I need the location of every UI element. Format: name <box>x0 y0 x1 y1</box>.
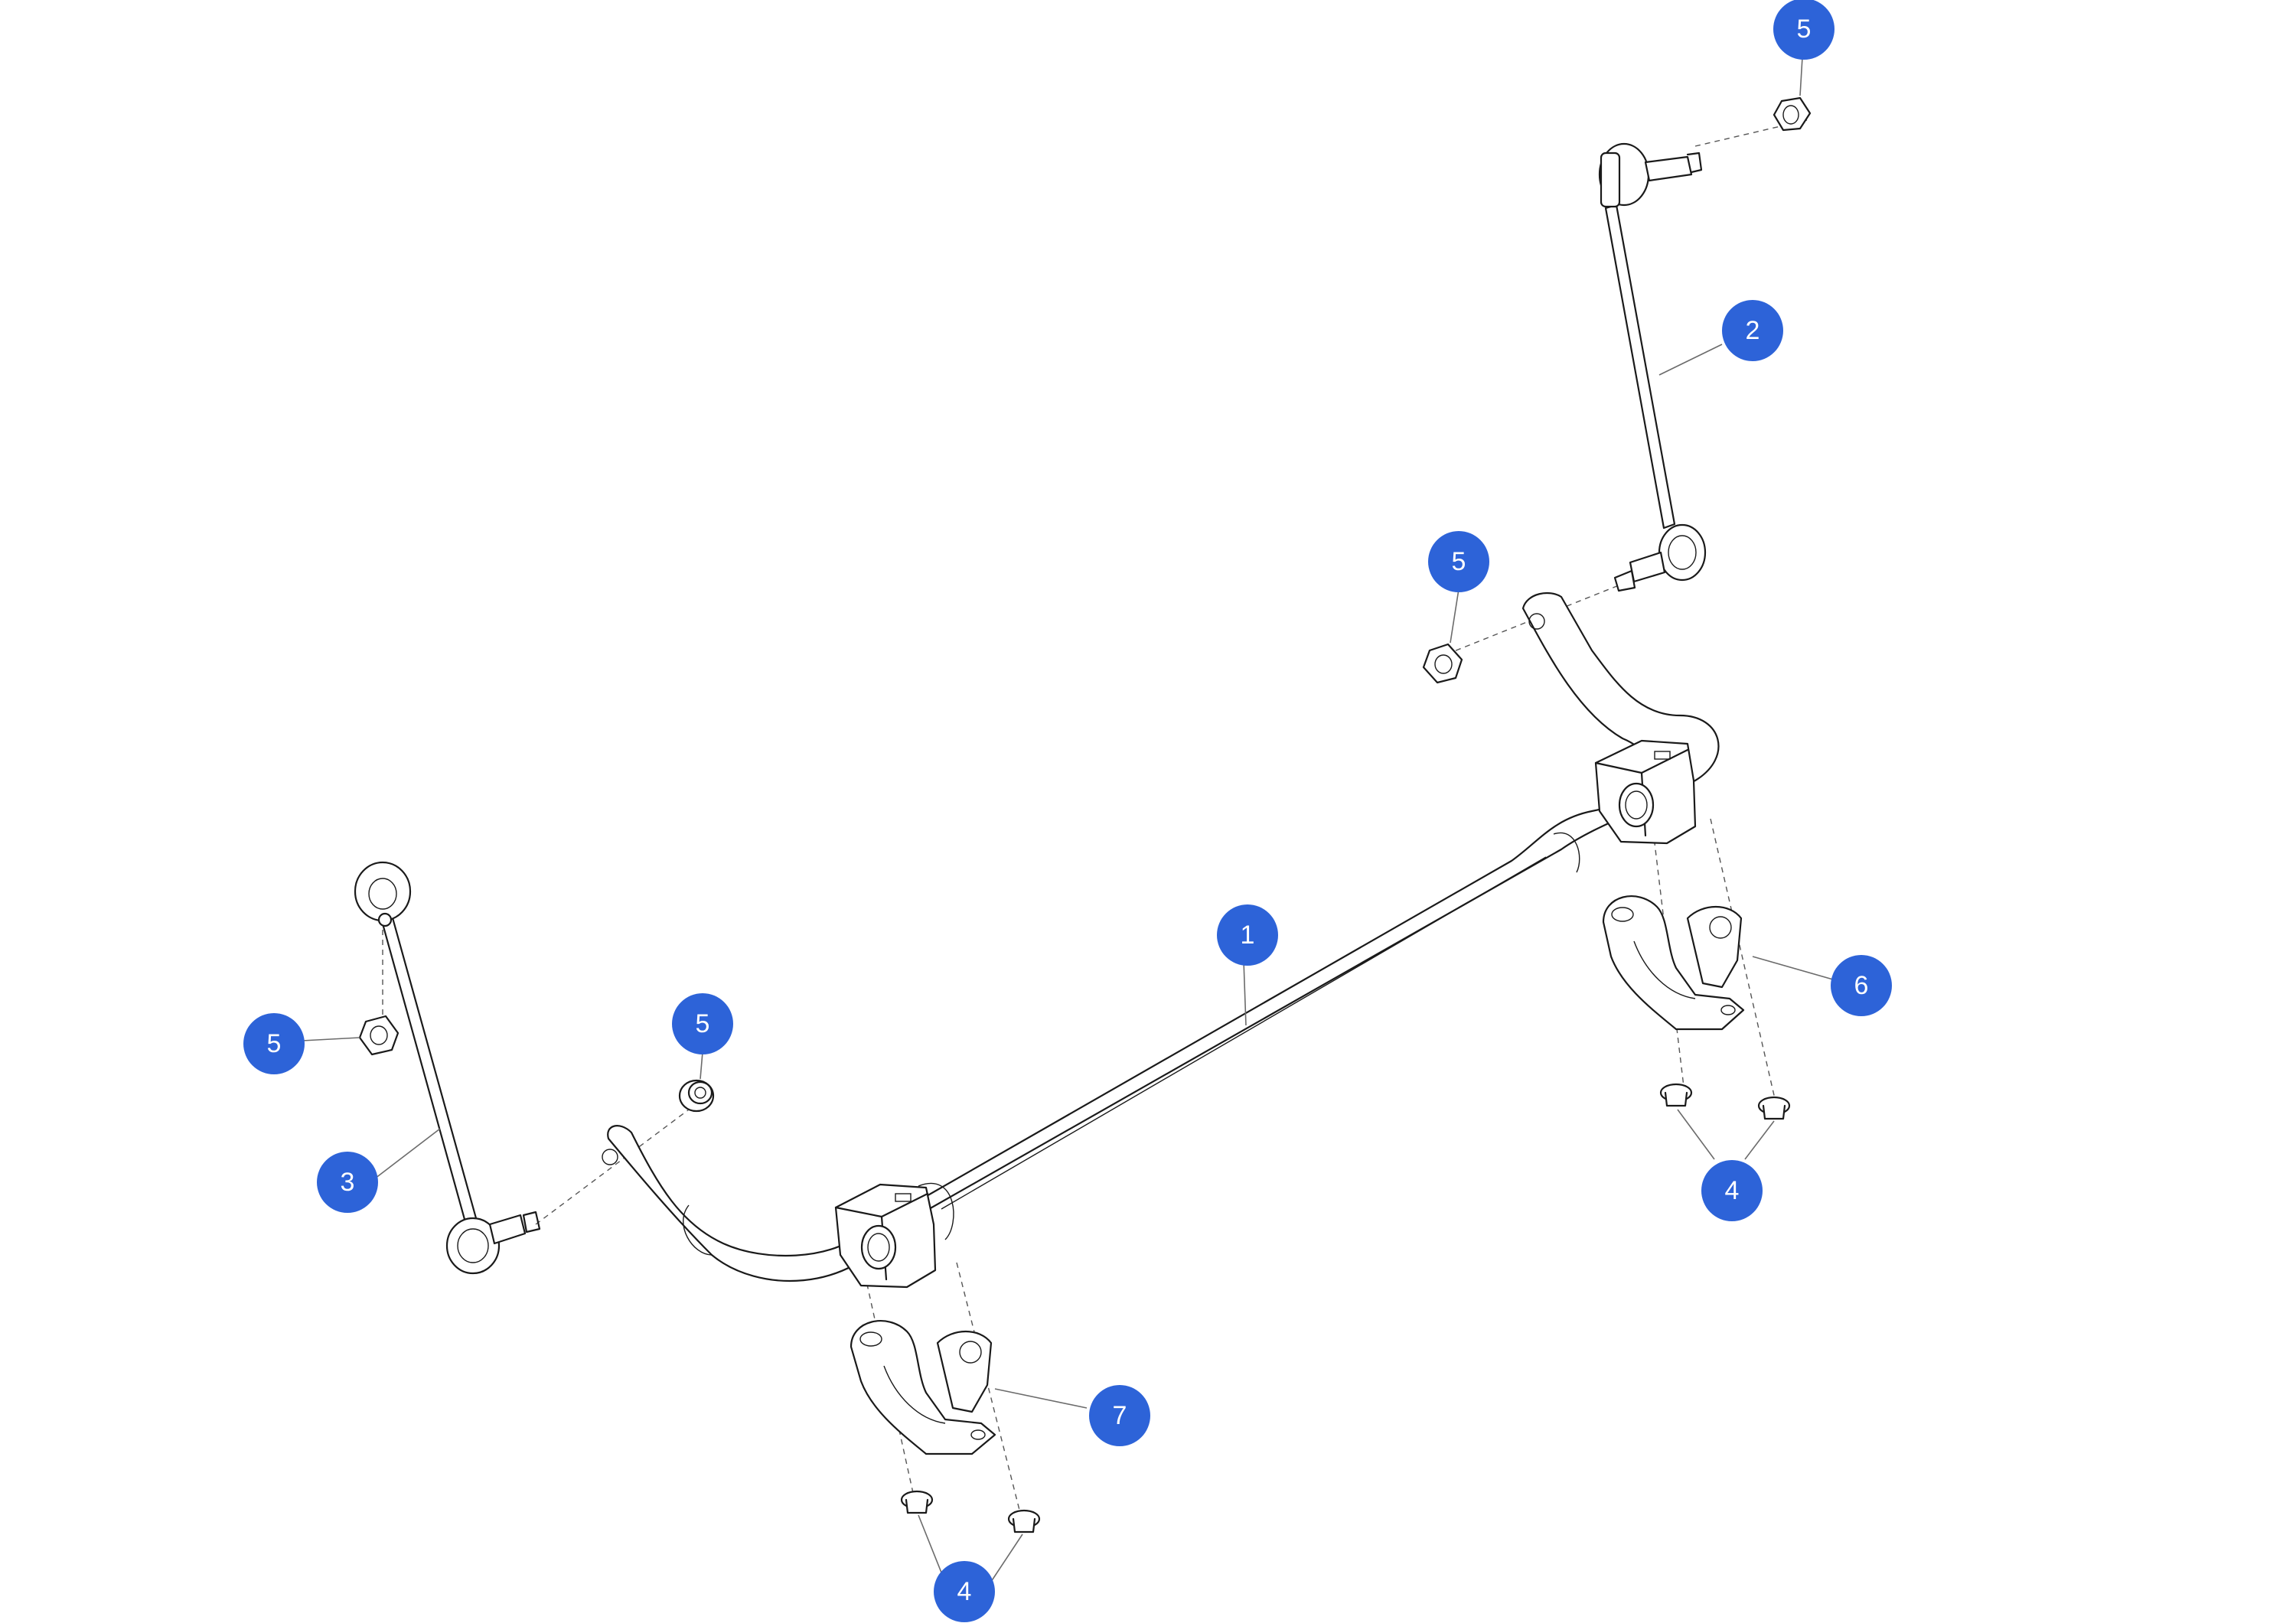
callout-circle <box>1428 531 1489 592</box>
callout-circle <box>934 1561 995 1622</box>
assembly-guide-lines <box>382 119 1811 1520</box>
callout-circle <box>1831 955 1892 1016</box>
callout-circle <box>1773 0 1835 60</box>
callout-5-middle-right[interactable]: 5 <box>1428 531 1489 592</box>
callout-2[interactable]: 2 <box>1722 300 1783 361</box>
flange-nut-left-b <box>1007 1509 1041 1533</box>
callout-1[interactable]: 1 <box>1217 904 1278 966</box>
callout-number: 4 <box>1725 1176 1740 1205</box>
callout-circle <box>317 1152 378 1213</box>
callout-number: 1 <box>1241 921 1255 950</box>
callout-5-top-right[interactable]: 5 <box>1773 0 1835 60</box>
callout-7[interactable]: 7 <box>1089 1385 1150 1446</box>
callout-circle <box>1701 1160 1763 1221</box>
callout-leader-lines <box>302 57 1834 1594</box>
nut-top-right <box>1773 96 1812 132</box>
callout-circle <box>672 993 733 1054</box>
callout-number: 2 <box>1746 316 1760 345</box>
callout-4-right[interactable]: 4 <box>1701 1160 1763 1221</box>
bar-bushing-left <box>834 1183 937 1289</box>
callout-number: 7 <box>1113 1401 1127 1430</box>
callout-5-left-link[interactable]: 5 <box>243 1013 305 1074</box>
callout-circle <box>1217 904 1278 966</box>
callout-6[interactable]: 6 <box>1831 955 1892 1016</box>
flange-nut-right-b <box>1757 1096 1791 1120</box>
callout-circle <box>1722 300 1783 361</box>
nut-middle-right <box>1422 643 1463 684</box>
callout-circle <box>243 1013 305 1074</box>
callout-number: 5 <box>696 1009 710 1038</box>
stabilizer-link-right <box>1598 142 1707 592</box>
callout-5-left-bar[interactable]: 5 <box>672 993 733 1054</box>
callout-number: 5 <box>267 1029 282 1058</box>
callout-number: 6 <box>1854 971 1869 1000</box>
bushing-bracket-left <box>850 1320 996 1455</box>
flange-nut-left-a <box>900 1490 934 1514</box>
nut-left-bar <box>678 1079 715 1113</box>
callout-number: 3 <box>341 1168 355 1197</box>
callout-circle <box>1089 1385 1150 1446</box>
bushing-bracket-right <box>1602 895 1745 1031</box>
callout-4-left[interactable]: 4 <box>934 1561 995 1622</box>
callout-number: 4 <box>957 1577 972 1606</box>
flange-nut-right-a <box>1659 1083 1693 1107</box>
stabilizer-link-left <box>354 861 541 1275</box>
callout-number: 5 <box>1797 15 1812 44</box>
callout-3[interactable]: 3 <box>317 1152 378 1213</box>
stabilizer-bar <box>602 592 1720 1282</box>
bar-bushing-right <box>1594 739 1697 845</box>
callout-number: 5 <box>1452 547 1466 576</box>
nut-left-link <box>358 1015 400 1056</box>
